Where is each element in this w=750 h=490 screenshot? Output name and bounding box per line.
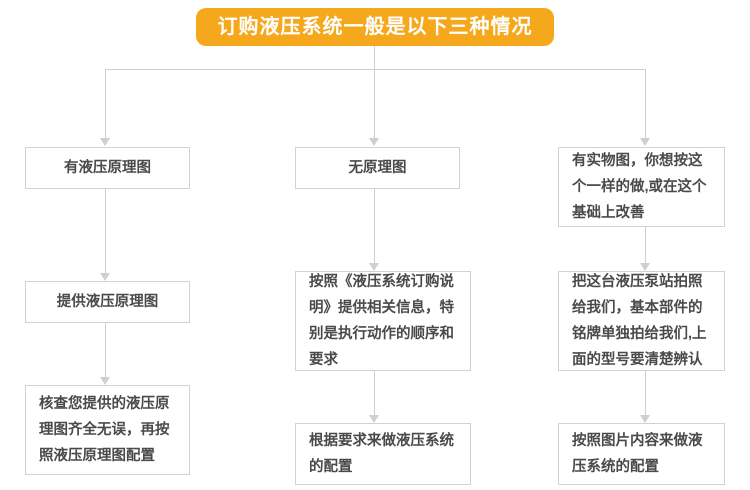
arrow-head-left-2-to-3 xyxy=(100,377,110,385)
arrow-head-branch-right xyxy=(640,138,650,146)
connector-branch-right xyxy=(645,69,646,139)
connector-branch-middle xyxy=(374,69,375,139)
node-middle-step-1-label: 无原理图 xyxy=(348,160,407,176)
node-right-step-3[interactable]: 按照图片内容来做液压系统的配置 xyxy=(558,423,725,485)
node-right-step-3-label: 按照图片内容来做液压系统的配置 xyxy=(572,433,703,475)
flowchart-title-banner: 订购液压系统一般是以下三种情况 xyxy=(196,8,554,46)
arrow-head-middle-1-to-2 xyxy=(369,263,379,271)
node-right-step-1-label: 有实物图，你想按这个一样的做,或在这个基础上改善 xyxy=(572,153,707,221)
arrow-head-left-1-to-2 xyxy=(100,273,110,281)
node-middle-step-1[interactable]: 无原理图 xyxy=(295,147,460,189)
arrow-head-middle-2-to-3 xyxy=(369,415,379,423)
node-middle-step-2[interactable]: 按照《液压系统订购说明》提供相关信息，特别是执行动作的顺序和要求 xyxy=(295,271,471,371)
node-middle-step-3-label: 根据要求来做液压系统的配置 xyxy=(309,433,454,475)
arrow-head-right-1-to-2 xyxy=(640,263,650,271)
node-left-step-1[interactable]: 有液压原理图 xyxy=(25,147,190,189)
node-middle-step-3[interactable]: 根据要求来做液压系统的配置 xyxy=(295,423,471,485)
connector-root-trunk xyxy=(374,46,375,70)
node-left-step-3-label: 核查您提供的液压原理图齐全无误，再按照液压原理图配置 xyxy=(39,396,170,464)
arrow-head-branch-middle xyxy=(369,138,379,146)
connector-branch-left xyxy=(105,69,106,139)
connector-branch-bus xyxy=(105,69,645,70)
connector-left-2-to-3 xyxy=(105,323,106,378)
node-right-step-1[interactable]: 有实物图，你想按这个一样的做,或在这个基础上改善 xyxy=(558,147,725,227)
connector-middle-2-to-3 xyxy=(374,371,375,416)
page-title: 订购液压系统一般是以下三种情况 xyxy=(217,16,533,38)
node-right-step-2-label: 把这台液压泵站拍照给我们，基本部件的铭牌单独拍给我们,上面的型号要清楚辨认 xyxy=(572,274,707,368)
arrow-head-branch-left xyxy=(100,138,110,146)
node-left-step-2-label: 提供液压原理图 xyxy=(56,294,159,310)
connector-right-1-to-2 xyxy=(645,227,646,264)
node-right-step-2[interactable]: 把这台液压泵站拍照给我们，基本部件的铭牌单独拍给我们,上面的型号要清楚辨认 xyxy=(558,271,725,371)
node-middle-step-2-label: 按照《液压系统订购说明》提供相关信息，特别是执行动作的顺序和要求 xyxy=(309,274,454,368)
connector-right-2-to-3 xyxy=(645,371,646,416)
connector-middle-1-to-2 xyxy=(374,189,375,264)
connector-left-1-to-2 xyxy=(105,189,106,274)
node-left-step-3[interactable]: 核查您提供的液压原理图齐全无误，再按照液压原理图配置 xyxy=(25,385,190,475)
arrow-head-right-2-to-3 xyxy=(640,415,650,423)
node-left-step-2[interactable]: 提供液压原理图 xyxy=(25,281,190,323)
node-left-step-1-label: 有液压原理图 xyxy=(64,160,151,176)
